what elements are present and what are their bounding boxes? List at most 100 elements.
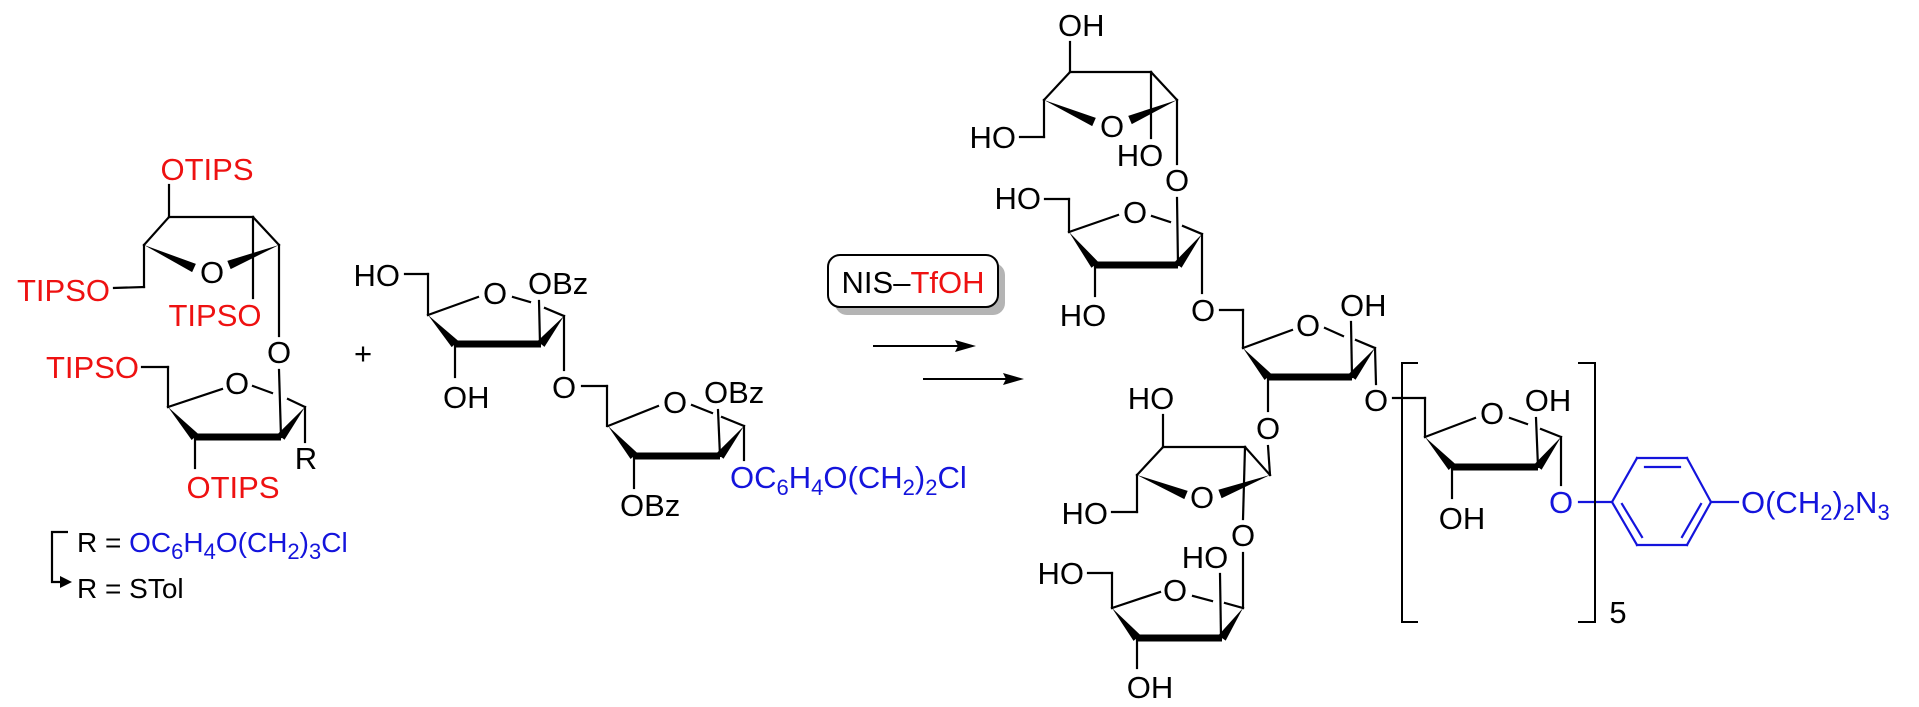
- bond-line: [1241, 445, 1247, 521]
- wedge-bond: [1425, 437, 1456, 471]
- bond-line: [1175, 196, 1180, 267]
- hydroxyl-label: HO: [995, 181, 1042, 216]
- wedge-bond: [1218, 608, 1243, 641]
- r-definition-2: R = STol: [77, 573, 184, 604]
- bond-line: [606, 404, 660, 428]
- bond-line: [251, 215, 281, 247]
- aglycone-oxygen-label: O: [1549, 485, 1573, 520]
- bond-line: [690, 403, 714, 415]
- bond-line: [277, 368, 283, 439]
- arrowhead-icon: [1003, 373, 1024, 385]
- bond-line: [286, 397, 307, 409]
- obz-label: OBz: [704, 375, 764, 410]
- ring-oxygen-label: O: [200, 255, 224, 290]
- bond-line: [166, 387, 224, 409]
- bond-line: [1042, 70, 1072, 102]
- glycosidic-oxygen-label: O: [1256, 411, 1280, 446]
- bond-line: [1423, 416, 1477, 439]
- wedge-bond: [1069, 232, 1099, 268]
- repeat-bracket-right: [1578, 362, 1596, 623]
- bond-line: [1373, 346, 1378, 386]
- tipso-label: TIPSO: [168, 298, 261, 333]
- ring-oxygen-label: O: [1123, 195, 1147, 230]
- obz-label: OBz: [620, 488, 680, 523]
- bond-line: [1323, 326, 1345, 338]
- hydroxyl-label: HO: [1062, 496, 1109, 531]
- bond-line: [720, 415, 746, 428]
- bond-line: [1685, 456, 1713, 504]
- bond-line: [1610, 456, 1639, 504]
- ring-oxygen-label: O: [663, 385, 687, 420]
- hydroxyl-label: HO: [970, 120, 1017, 155]
- hydroxyl-label: OH: [1340, 288, 1387, 323]
- ring-oxygen-label: O: [1296, 308, 1320, 343]
- bond-line: [1349, 320, 1354, 379]
- plus-sign: +: [354, 336, 372, 371]
- aglycone-formula: OC6H4O(CH2)2Cl: [730, 460, 967, 500]
- hydroxyl-label: HO: [354, 258, 401, 293]
- reaction-conditions: NIS–TfOH: [827, 254, 1024, 385]
- wedge-bond: [277, 407, 305, 440]
- bond-line: [1223, 601, 1245, 610]
- hydroxyl-label: HO: [1117, 138, 1164, 173]
- reagent-box: [827, 254, 999, 308]
- obz-label: OBz: [528, 266, 588, 301]
- reagent-label: NIS–TfOH: [842, 265, 985, 300]
- arrowhead-icon: [955, 340, 976, 352]
- bond-layer: [112, 40, 1740, 670]
- wedge-bond: [1174, 234, 1202, 268]
- hydroxyl-label: HO: [1182, 540, 1229, 575]
- hydroxyl-label: OH: [443, 380, 490, 415]
- bond-line: [1241, 328, 1294, 350]
- bond-line: [1508, 416, 1529, 426]
- wedge-bond: [1137, 475, 1188, 500]
- otips-label: OTIPS: [160, 152, 253, 187]
- wedge-bond: [1534, 437, 1561, 470]
- bond-line: [251, 384, 274, 395]
- arrowhead-icon: [60, 576, 72, 588]
- linking-oxygen-label: O: [552, 370, 576, 405]
- bond-line: [511, 295, 532, 304]
- wedge-bond: [428, 315, 459, 348]
- wedge-bond: [1128, 100, 1177, 125]
- ring-oxygen-label: O: [1480, 396, 1504, 431]
- hydroxyl-label: OH: [1058, 8, 1105, 43]
- wedge-bond: [144, 245, 196, 273]
- bond-line: [112, 285, 146, 290]
- wedge-bond: [1243, 348, 1272, 380]
- bond-line: [1266, 444, 1272, 477]
- reactant-1-disaccharide: OTIPS TIPSO TIPSO O O TIPSO O R OTIPS: [17, 152, 317, 505]
- glycosidic-oxygen-label: O: [267, 335, 291, 370]
- bond-line: [426, 295, 480, 317]
- wedge-bond: [1112, 608, 1141, 641]
- bond-line: [142, 215, 171, 247]
- bond-line: [1534, 416, 1540, 469]
- bond-line: [1135, 445, 1165, 477]
- hydroxyl-label: HO: [1060, 298, 1107, 333]
- wedge-bond: [168, 407, 199, 441]
- ring-oxygen-label: O: [1190, 480, 1214, 515]
- bond-line: [1354, 338, 1377, 350]
- ring-oxygen-label: O: [1163, 573, 1187, 608]
- bond-line: [537, 299, 542, 346]
- bond-line: [1218, 572, 1223, 640]
- ring-oxygen-label: O: [483, 276, 507, 311]
- bond-line: [1680, 502, 1703, 539]
- hydroxyl-label: OH: [1439, 501, 1486, 536]
- repeat-count-label: 5: [1609, 595, 1626, 630]
- glycosidic-oxygen-label: O: [1364, 383, 1388, 418]
- ring-oxygen-label: O: [1100, 109, 1124, 144]
- glycosidic-oxygen-label: O: [1231, 518, 1255, 553]
- conversion-arrow: [50, 530, 68, 584]
- bond-line: [1149, 70, 1179, 102]
- reactant-2-disaccharide: HO O OBz OH O O OBz OBz OC6H4O(CH2)2Cl: [354, 258, 967, 523]
- bond-line: [1539, 427, 1563, 439]
- glycosidic-oxygen-label: O: [1165, 163, 1189, 198]
- bond-line: [1067, 213, 1120, 234]
- r-definition-1: R = OC6H4O(CH2)3Cl: [77, 527, 348, 564]
- bond-line: [1620, 502, 1644, 539]
- hydroxyl-label: OH: [1127, 670, 1174, 705]
- bond-line: [1191, 594, 1214, 603]
- bond-line: [543, 306, 566, 318]
- bond-line: [1243, 445, 1272, 477]
